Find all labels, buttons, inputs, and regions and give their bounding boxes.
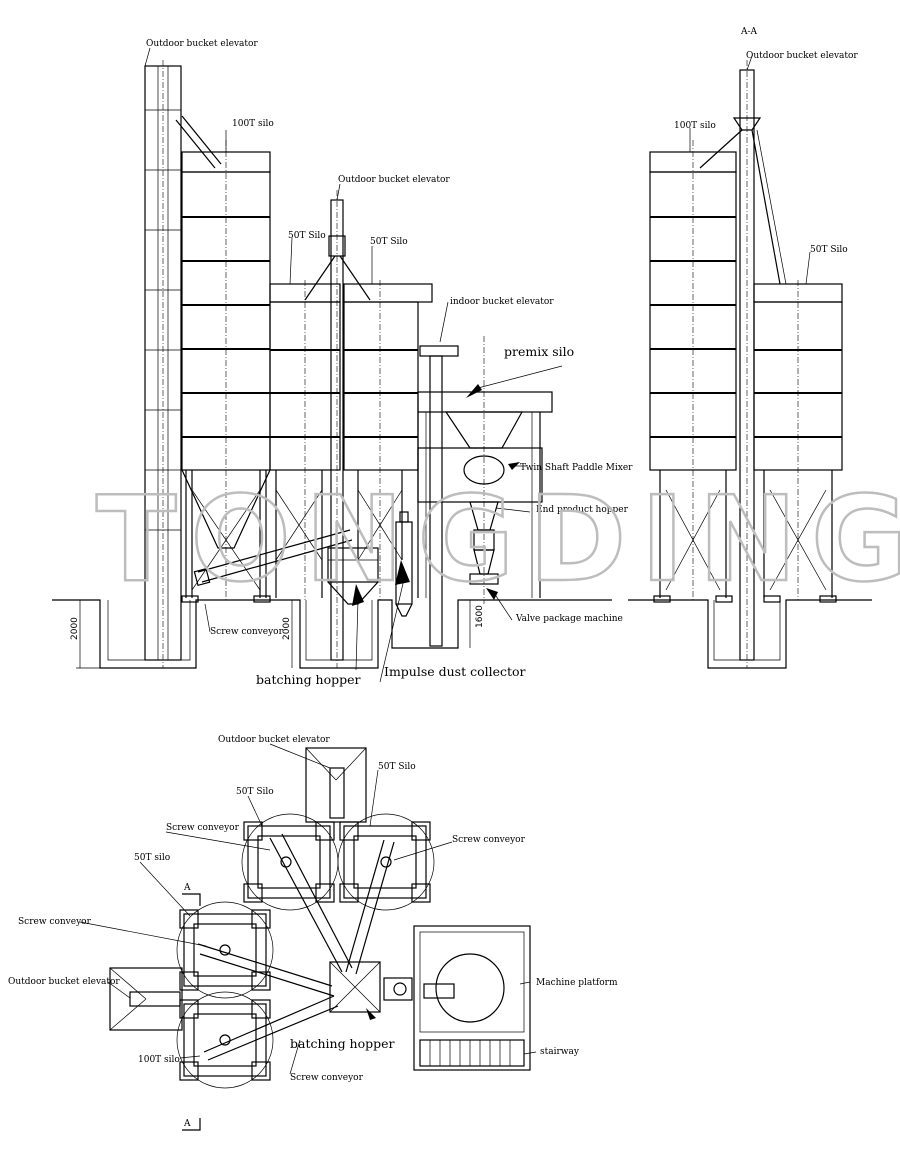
label-outdoor-bucket-elevator-1: Outdoor bucket elevator [146,39,258,49]
label-50t-silo-section: 50T Silo [810,245,848,255]
silo-100t-section [649,140,737,603]
front-elevation-view: Outdoor bucket elevator 100T silo Outdoo… [52,39,633,687]
plan-outdoor-elevator-top [305,747,367,823]
plan-silo-50t-b [337,813,435,911]
label-machine-platform: Machine platform [536,978,618,988]
dimension-lines [76,599,471,669]
label-plan-outdoor-bucket-elevator-left: Outdoor bucket elevator [8,977,120,987]
label-plan-outdoor-bucket-elevator-top: Outdoor bucket elevator [218,735,330,745]
plan-batching-hopper [329,961,413,1020]
plan-silo-100t [176,991,274,1089]
plan-machine-platform [413,925,531,1071]
plan-silo-50t-a [241,813,339,911]
label-impulse-dust-collector: Impulse dust collector [384,664,526,679]
plan-silo-50t-c [176,901,274,999]
silo-100t-front [181,140,271,603]
section-markers [182,893,201,1131]
label-premix-silo: premix silo [504,344,574,359]
label-screw-conveyor-front: Screw conveyor [210,627,284,637]
silo-50t-front-right [343,280,433,600]
dim-pit-3: 1600 [475,605,485,628]
label-batching-hopper-front: batching hopper [256,672,361,687]
label-100t-silo-section: 100T silo [674,121,716,131]
ground-line [52,599,612,669]
outdoor-bucket-elevator-tall [144,60,222,668]
label-50t-silo-left: 50T Silo [288,231,326,241]
silo-50t-section [753,280,843,603]
ground-line-section [628,599,872,669]
plan-screw-conveyors [197,833,395,1061]
label-plan-screw-conveyor-b: Screw conveyor [452,835,526,845]
label-plan-50t-silo-a: 50T Silo [378,762,416,772]
label-plan-100t-silo: 100T silo [138,1055,180,1065]
label-outdoor-bucket-elevator-section: Outdoor bucket elevator [746,51,858,61]
label-valve-package-machine: Valve package machine [515,614,623,624]
label-outdoor-bucket-elevator-2: Outdoor bucket elevator [338,175,450,185]
plan-view: Outdoor bucket elevator 50T Silo 50T Sil… [8,735,618,1131]
label-section-mark-bottom: A [183,1119,191,1129]
section-title: A-A [740,27,758,37]
label-end-product-hopper: End product hopper [536,505,629,515]
label-plan-screw-conveyor-d: Screw conveyor [290,1073,364,1083]
mixer-tower [417,336,553,647]
impulse-dust-collector [395,511,413,617]
label-100t-silo: 100T silo [232,119,274,129]
label-stairway: stairway [540,1047,580,1057]
label-twin-shaft-paddle-mixer: Twin Shaft Paddle Mixer [520,463,633,473]
silo-50t-front-left [269,280,341,600]
label-plan-screw-conveyor-a: Screw conveyor [166,823,240,833]
watermark-text: TONGDING [96,470,900,608]
dim-pit-1: 2000 [70,617,80,640]
label-plan-50t-silo-c: 50T silo [134,853,170,863]
label-plan-screw-conveyor-c: Screw conveyor [18,917,92,927]
label-indoor-bucket-elevator: indoor bucket elevator [450,297,554,307]
plan-outdoor-elevator-left [109,967,183,1031]
label-plan-batching-hopper: batching hopper [290,1036,395,1051]
screw-conveyor-front [193,529,353,587]
label-section-mark-top: A [183,883,191,893]
section-aa-view: A-A Outdoor bucket elevator 100T silo 50… [628,27,872,669]
label-plan-50t-silo-b: 50T Silo [236,787,274,797]
dim-pit-2: 2000 [282,617,292,640]
label-50t-silo-right: 50T Silo [370,237,408,247]
